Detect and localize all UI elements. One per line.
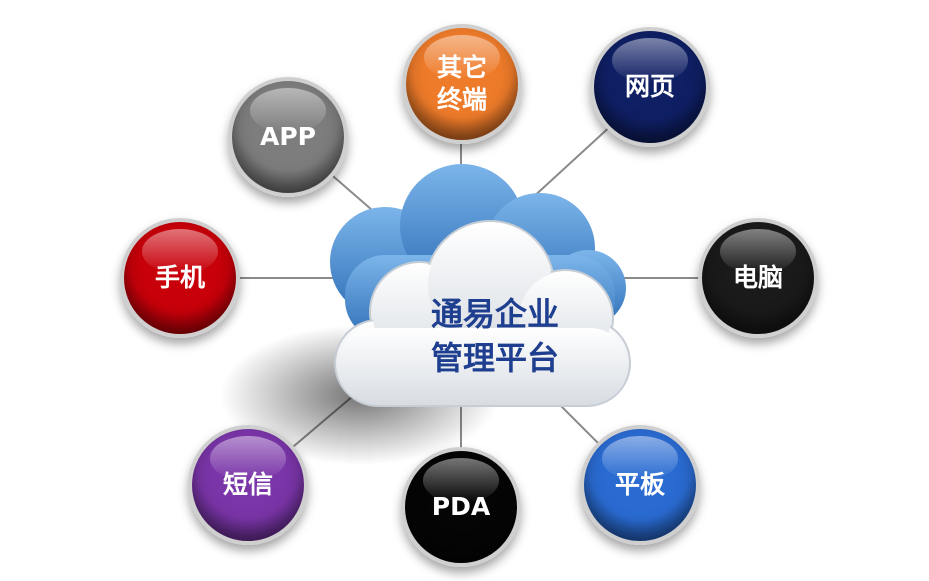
node-sms: 短信 xyxy=(188,425,308,545)
node-web-label: 网页 xyxy=(624,72,675,101)
node-app: APP xyxy=(228,77,348,197)
node-pda-label: PDA xyxy=(431,492,491,521)
node-app-label: APP xyxy=(260,122,316,151)
platform-title: 通易企业 管理平台 xyxy=(430,295,559,377)
node-tablet: 平板 xyxy=(580,425,700,545)
node-pc: 电脑 xyxy=(698,218,818,338)
node-sms-label: 短信 xyxy=(222,470,273,499)
node-mobile-label: 手机 xyxy=(154,263,205,292)
node-tablet-label: 平板 xyxy=(614,470,665,499)
node-mobile: 手机 xyxy=(120,218,240,338)
node-pc-label: 电脑 xyxy=(732,263,783,292)
cloud-front xyxy=(334,220,631,407)
node-other-terminal: 其它 终端 xyxy=(402,24,522,144)
node-other-terminal-label: 其它 终端 xyxy=(436,53,487,114)
node-web: 网页 xyxy=(590,27,710,147)
node-pda: PDA xyxy=(401,447,521,567)
